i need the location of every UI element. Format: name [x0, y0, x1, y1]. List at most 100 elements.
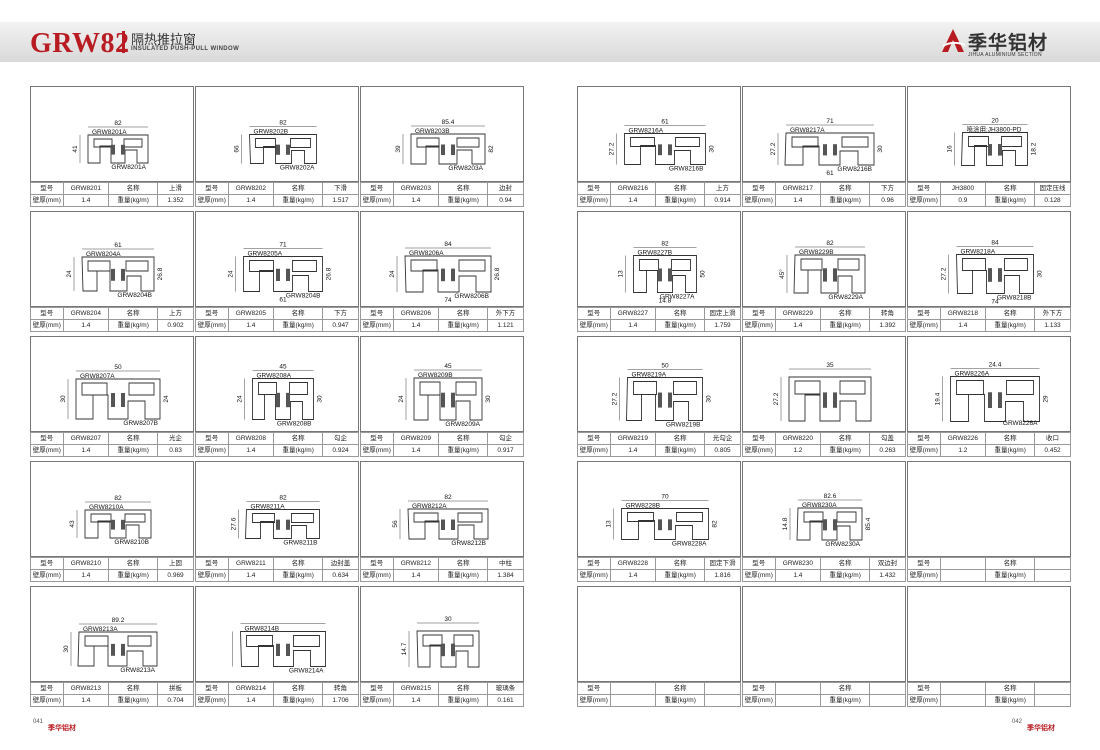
thickness-label: 壁厚(mm) [907, 569, 941, 582]
profile-label: GRW8206B [454, 293, 489, 300]
thickness-value: 1.4 [227, 569, 275, 582]
profile-label: 35 [826, 362, 834, 369]
profile-drawing [742, 586, 906, 682]
model-label: 型号 [742, 432, 776, 445]
profile-label: 82 [114, 495, 122, 502]
profile-label: 27.2 [609, 142, 616, 155]
weight-value: 0.452 [1034, 444, 1071, 457]
thickness-label: 壁厚(mm) [742, 444, 776, 457]
profile-label: GRW8211A [251, 504, 286, 511]
profile-label: GRW8218B [997, 295, 1032, 302]
profile-label: 82.6 [824, 493, 837, 500]
spec-table: 型号名称壁厚(mm)重量(kg/m) [907, 682, 1071, 707]
thickness-label: 壁厚(mm) [30, 194, 64, 207]
profile-label: GRW8213A [83, 626, 118, 633]
profile-label: 50 [700, 270, 707, 278]
profile-label: 30 [706, 395, 713, 403]
thickness-value [774, 694, 822, 707]
model-value: GRW8211 [227, 557, 275, 570]
model-value: GRW8217 [774, 182, 822, 195]
profile-section-drawing [578, 587, 740, 681]
weight-label: 重量(kg/m) [820, 319, 871, 332]
thickness-value: 1.2 [939, 444, 987, 457]
model-label: 型号 [577, 432, 611, 445]
model-label: 型号 [742, 182, 776, 195]
thickness-label: 壁厚(mm) [195, 694, 229, 707]
profile-drawing [907, 586, 1071, 682]
footer-logo-right: 季华铝材 [1027, 717, 1069, 732]
model-value: GRW8205 [227, 307, 275, 320]
name-value: 光勾企 [704, 432, 741, 445]
name-label: 名称 [108, 307, 159, 320]
model-value: GRW8206 [392, 307, 440, 320]
profile-label: 30 [877, 145, 884, 153]
profile-label: 82 [444, 494, 452, 501]
profile-label: 20 [991, 118, 999, 125]
profile-label: 14.8 [659, 298, 672, 305]
name-label: 名称 [273, 682, 324, 695]
profile-label: 84 [991, 240, 999, 247]
profile-section-drawing [743, 587, 905, 681]
name-value: 拼板 [157, 682, 194, 695]
thickness-value: 1.4 [609, 444, 657, 457]
profile-label: 71 [826, 118, 834, 125]
weight-value: 1.759 [704, 319, 741, 332]
weight-label: 重量(kg/m) [985, 569, 1036, 582]
profile-label: GRW8203A [448, 165, 483, 172]
profile-label: GRW8216B [837, 166, 872, 173]
thickness-value: 1.4 [609, 569, 657, 582]
profile-label: 61 [279, 297, 287, 304]
model-value [939, 557, 987, 570]
profile-label: 30 [444, 616, 452, 623]
name-label: 名称 [985, 182, 1036, 195]
profile-label: GRW8212A [412, 503, 447, 510]
profile-label: 16 [947, 145, 954, 153]
name-value: 下方 [869, 182, 906, 195]
profile-label: GRW8206A [409, 250, 444, 257]
thickness-value [609, 694, 657, 707]
profile-label: GRW8214B [245, 626, 280, 633]
profile-label: 29 [1043, 395, 1050, 403]
profile-label: 61 [661, 119, 669, 126]
thickness-value: 1.4 [62, 569, 110, 582]
name-value: 勾企 [487, 432, 524, 445]
brand-mark-icon [942, 29, 966, 52]
profile-label: 82 [279, 495, 287, 502]
thickness-label: 壁厚(mm) [30, 569, 64, 582]
thickness-label: 壁厚(mm) [577, 569, 611, 582]
model-value [609, 682, 657, 695]
profile-label: GRW8219B [666, 422, 701, 429]
profile-label: 70 [661, 494, 669, 501]
profile-label: 85.4 [865, 517, 872, 530]
weight-value: 1.352 [157, 194, 194, 207]
thickness-label: 壁厚(mm) [195, 569, 229, 582]
model-value: GRW8215 [392, 682, 440, 695]
model-label: 型号 [195, 682, 229, 695]
thickness-value: 1.4 [609, 194, 657, 207]
catalog-title-cn: 隔热推拉窗 [131, 32, 197, 47]
profile-label: 56 [392, 520, 399, 528]
model-value: GRW8208 [227, 432, 275, 445]
